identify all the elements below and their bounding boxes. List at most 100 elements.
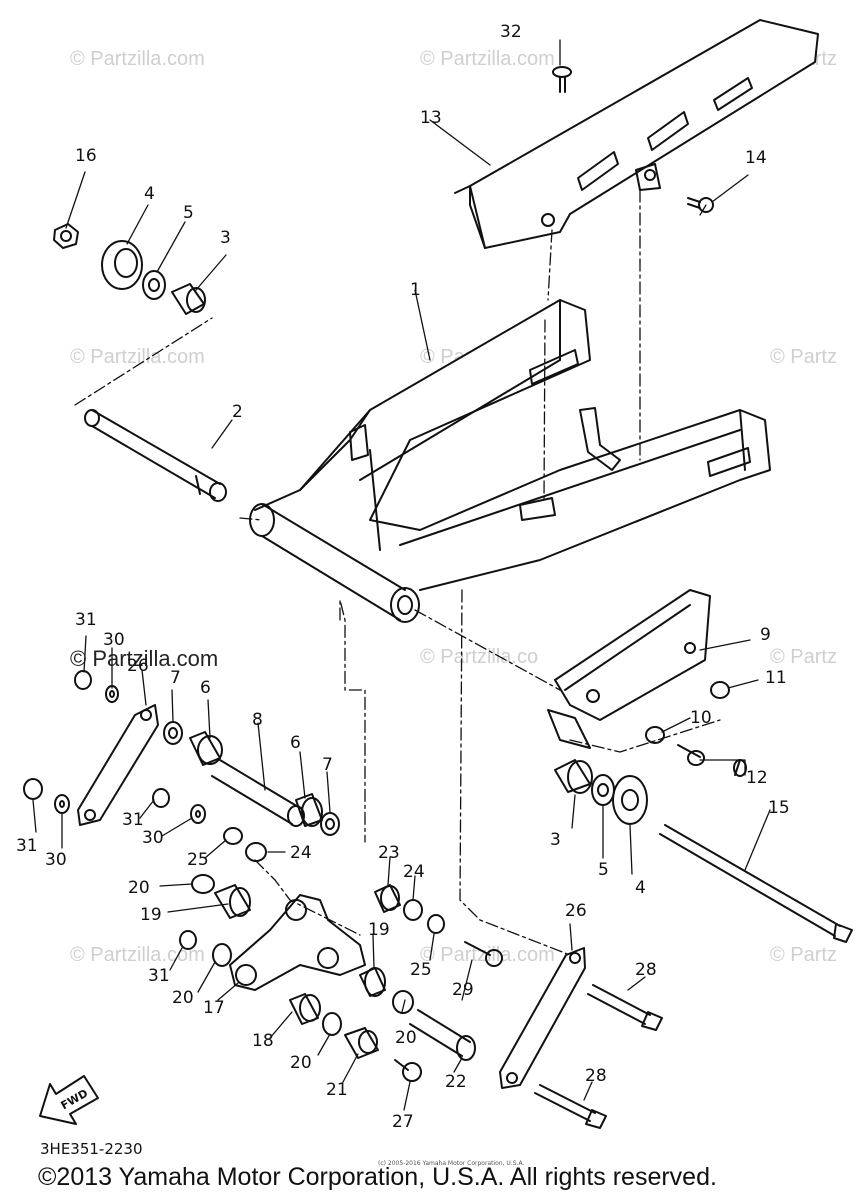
collar-5 [142,270,166,300]
micro-copyright: (c) 2005-2016 Yamaha Motor Corporation, … [378,1160,525,1167]
collar-7 [320,812,340,836]
callout-22: 22 [445,1072,467,1092]
seal-25 [223,827,243,845]
callout-20: 20 [128,878,150,898]
callout-30: 30 [103,630,125,650]
callout-3: 3 [550,830,561,850]
relay-arm [229,894,366,991]
collar-5 [591,774,615,806]
bushing-3 [171,283,206,315]
callout-28: 28 [585,1066,607,1086]
callout-20: 20 [395,1028,417,1048]
callout-10: 10 [690,708,712,728]
callout-8: 8 [252,710,263,730]
callout-18: 18 [252,1031,274,1051]
callout-27: 27 [392,1112,414,1132]
link-26 [77,704,159,826]
link-26 [499,947,586,1089]
collar-7 [163,721,183,745]
callout-6: 6 [200,678,211,698]
watermark: © Partz [770,346,837,368]
bolt-10 [645,726,665,744]
callout-26: 26 [565,901,587,921]
nut-31 [179,930,197,950]
callout-20: 20 [290,1053,312,1073]
callout-28: 28 [635,960,657,980]
callout-2: 2 [232,402,243,422]
screw-12b [677,744,705,766]
washer-20 [212,943,232,967]
bushing-3 [554,759,593,794]
bushing-19 [359,967,386,997]
callout-14: 14 [745,148,767,168]
callout-24: 24 [403,862,425,882]
collar-22 [409,1009,476,1061]
washer-30 [190,804,206,824]
leader-lines [32,39,771,1111]
watermark: © Partz [770,646,837,668]
bushing-23 [374,884,401,913]
callout-3: 3 [220,228,231,248]
bushing-19 [214,884,251,919]
chain-guide [547,589,711,749]
callout-4: 4 [144,184,155,204]
callout-11: 11 [765,668,787,688]
bushing-6 [295,793,323,827]
swing-arm [249,299,771,623]
callout-5: 5 [598,860,609,880]
watermark-dark: © Partzilla.com [70,646,219,671]
bushing-6 [189,731,223,766]
nut-31 [152,788,170,808]
washer-20 [392,990,414,1014]
callout-31: 31 [122,810,144,830]
callout-12: 12 [746,768,768,788]
callout-30: 30 [142,828,164,848]
bolt-28 [587,984,663,1031]
callout-5: 5 [183,203,194,223]
collar-24 [403,899,423,921]
callout-31: 31 [16,836,38,856]
bolt-28 [534,1084,607,1129]
alignment-lines [74,189,721,956]
callout-7: 7 [170,668,181,688]
callout-25: 25 [187,850,209,870]
bearing-4 [101,240,143,290]
collar-21 [344,1027,379,1059]
callout-29: 29 [452,980,474,1000]
drawing-code: 3HE351-2230 [40,1140,143,1158]
copyright-notice: ©2013 Yamaha Motor Corporation, U.S.A. A… [38,1163,717,1191]
callout-1: 1 [410,280,421,300]
callout-26: 26 [127,656,149,676]
bolt-29 [464,941,503,967]
watermark: © Partzilla.com [70,48,205,70]
bearing-4 [612,775,648,825]
nut-31 [23,778,43,800]
bolt-32 [552,66,572,93]
callout-21: 21 [326,1080,348,1100]
watermark: © Partzilla.com [70,346,205,368]
callout-15: 15 [768,798,790,818]
washer-20 [191,874,215,894]
callout-31: 31 [148,966,170,986]
callout-32: 32 [500,22,522,42]
bushing-18 [289,993,321,1025]
pivot-shaft [84,409,227,502]
callout-4: 4 [635,878,646,898]
callout-20: 20 [172,988,194,1008]
watermark: © Partzilla.co [420,646,539,668]
watermark: © Partz [770,944,837,966]
bolt-27 [394,1059,422,1082]
callout-6: 6 [290,733,301,753]
callout-7: 7 [322,755,333,775]
collar-8 [211,759,305,827]
callout-16: 16 [75,146,97,166]
callout-23: 23 [378,843,400,863]
callout-19: 19 [368,920,390,940]
callout-13: 13 [420,108,442,128]
callout-30: 30 [45,850,67,870]
screw-12a [733,759,747,777]
bolt-14 [687,197,714,213]
callout-17: 17 [203,998,225,1018]
watermark: © Partzilla.com [420,48,555,70]
